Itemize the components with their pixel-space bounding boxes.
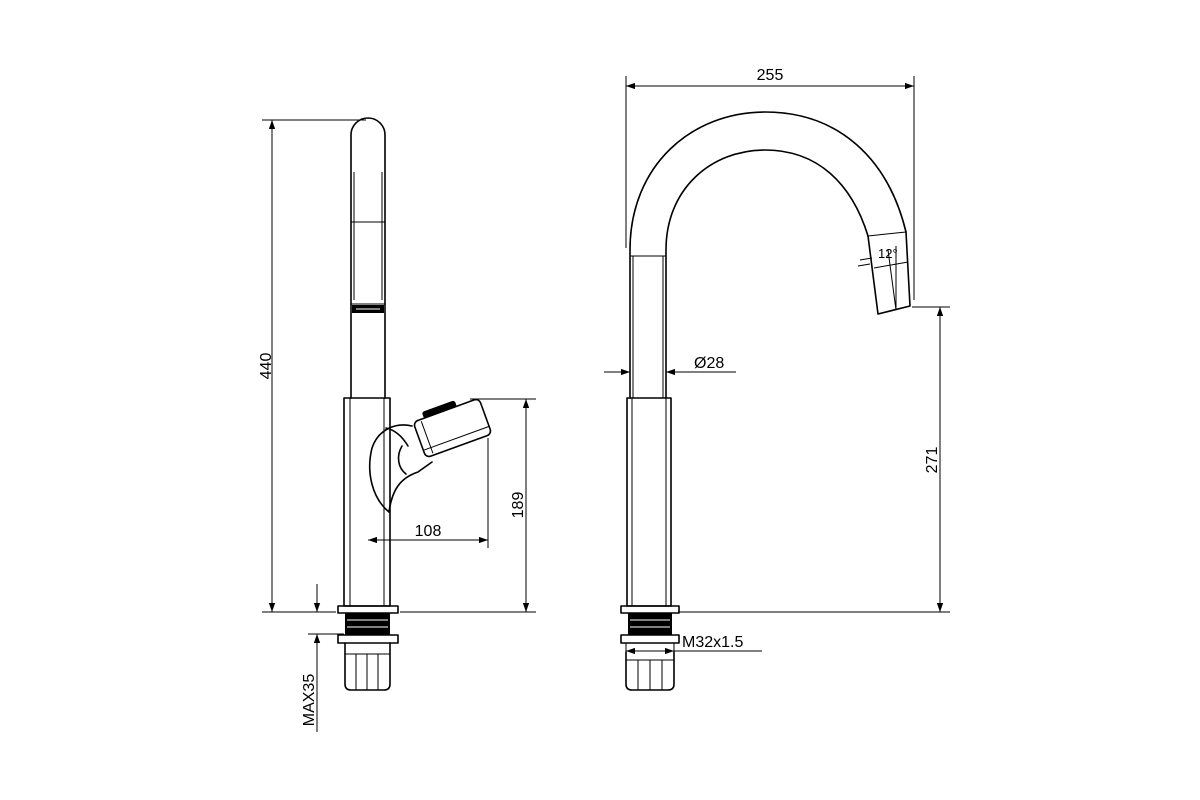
side-body bbox=[343, 397, 391, 607]
side-view: 440 189 108 MAX35 bbox=[258, 117, 536, 732]
front-spout-inner bbox=[665, 149, 869, 399]
front-spout-outer bbox=[629, 111, 907, 399]
dim-total-height: 440 bbox=[258, 119, 366, 613]
dim-label-angle: 12° bbox=[878, 246, 898, 261]
side-base-flange bbox=[337, 605, 399, 614]
dim-lever-height: 189 bbox=[400, 398, 536, 613]
dim-label-440: 440 bbox=[258, 353, 275, 380]
dim-label-108: 108 bbox=[415, 523, 442, 540]
dim-label-thread: M32x1.5 bbox=[682, 634, 743, 651]
front-locknut bbox=[628, 613, 672, 635]
front-view: 12° 255 Ø28 bbox=[604, 67, 950, 691]
front-spray-head bbox=[867, 231, 911, 315]
front-mount-washer bbox=[620, 634, 680, 644]
side-pipe-outline bbox=[350, 117, 386, 399]
front-body bbox=[626, 397, 672, 607]
dim-label-271: 271 bbox=[924, 447, 941, 474]
dim-label-255: 255 bbox=[757, 67, 784, 84]
side-lever-joint bbox=[368, 424, 413, 513]
dim-spout-reach: 255 bbox=[625, 67, 915, 300]
front-base-flange bbox=[620, 605, 680, 614]
spray-axis-line bbox=[887, 249, 897, 311]
dim-spout-height: 271 bbox=[678, 306, 950, 613]
dim-pipe-diameter: Ø28 bbox=[604, 355, 736, 376]
side-mount-washer bbox=[337, 634, 399, 644]
dim-label-max35: MAX35 bbox=[301, 674, 318, 727]
side-lever-handle bbox=[413, 398, 492, 458]
side-locknut bbox=[345, 613, 390, 635]
dim-label-dia28: Ø28 bbox=[694, 355, 724, 372]
dim-label-189: 189 bbox=[510, 492, 527, 519]
dim-thread: M32x1.5 bbox=[625, 634, 762, 660]
dim-max-counter: MAX35 bbox=[301, 584, 344, 732]
dim-lever-reach: 108 bbox=[368, 438, 489, 548]
